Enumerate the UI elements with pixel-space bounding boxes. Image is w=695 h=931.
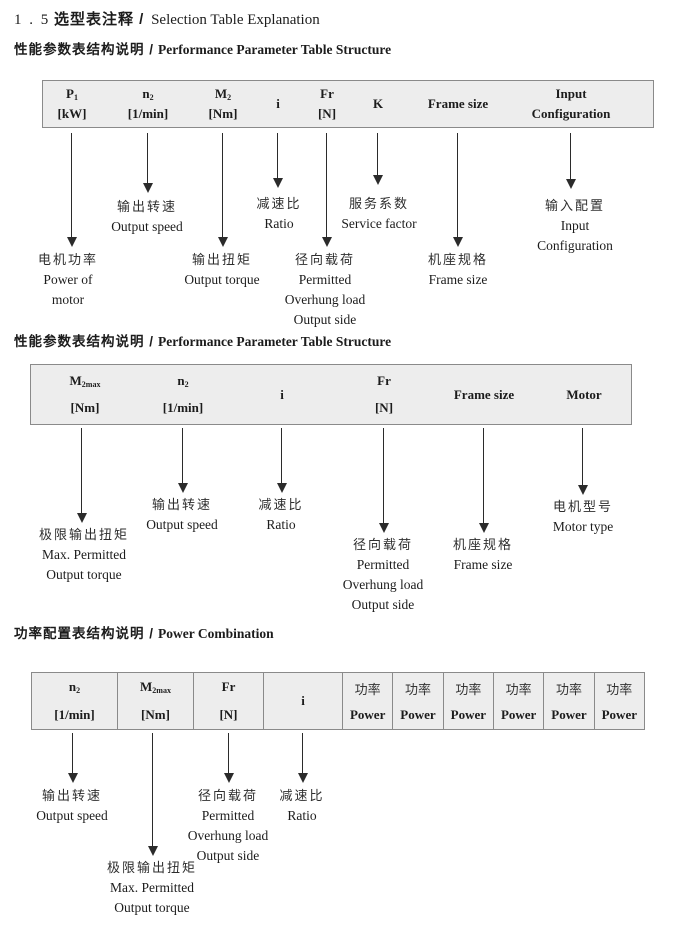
col-i: i [280, 386, 284, 402]
col-p1: P1 [kW] [58, 81, 87, 127]
arrow-m2max [76, 428, 87, 523]
col-m2-symbol: M2 [214, 86, 232, 102]
callout-output-speed: 输出转速 Output speed [146, 497, 218, 532]
callout-max-output-torque: 极限输出扭矩 Max. Permitted Output torque [106, 860, 198, 915]
col-p1-unit: [kW] [57, 106, 87, 121]
col-motor: Motor [566, 386, 602, 402]
section1-title-en: Performance Parameter Table Structure [158, 42, 392, 57]
arrow-i [276, 428, 287, 493]
arrow-n2 [177, 428, 188, 493]
callout-overhung-load: 径向载荷 Permitted Overhung load Output side [284, 252, 366, 327]
col-input-configuration: Input Configuration [531, 86, 611, 121]
col-n2-symbol: n2 [142, 86, 154, 102]
col-power-2: 功率 Power [393, 673, 444, 729]
arrow-p1 [66, 133, 77, 247]
col-m2max: M2max [Nm] [70, 365, 101, 424]
arrow-m2max [147, 733, 158, 856]
section1-title-zh: 性能参数表结构说明 / [14, 42, 155, 57]
page-title: 1 . 5 选型表注释 / Selection Table Explanatio… [14, 8, 320, 29]
col-n2: n2 [1/min] [163, 365, 203, 424]
col-power-1: 功率 Power [343, 673, 394, 729]
arrow-i [272, 133, 283, 188]
arrow-frame-size [452, 133, 463, 247]
section2-title: 性能参数表结构说明 /Performance Parameter Table S… [14, 330, 391, 350]
callout-ratio: 减速比 Ratio [279, 788, 325, 823]
arrow-n2 [142, 133, 153, 193]
col-m2max-unit: [Nm] [70, 400, 100, 415]
col-i: i [264, 673, 343, 729]
col-m2max-symbol: M2max [69, 373, 101, 389]
arrow-motor [577, 428, 588, 495]
callout-output-torque: 输出扭矩 Output torque [184, 252, 260, 287]
callout-ratio: 减速比 Ratio [256, 196, 302, 231]
col-m2-unit: [Nm] [208, 106, 238, 121]
col-fr-symbol: Fr [221, 679, 236, 694]
col-power-5: 功率 Power [544, 673, 595, 729]
col-frame-size: Frame size [427, 96, 489, 111]
col-power-3: 功率 Power [444, 673, 494, 729]
col-fr-unit: [N] [317, 106, 337, 121]
arrow-k [372, 133, 383, 185]
section2-title-zh: 性能参数表结构说明 / [14, 334, 155, 349]
callout-output-speed: 输出转速 Output speed [111, 199, 183, 234]
col-frame-size: Frame size [453, 386, 515, 402]
table-performance-2: M2max [Nm] n2 [1/min] i Fr [N] Frame siz… [30, 364, 632, 425]
col-fr-unit: [N] [219, 707, 238, 722]
callout-service-factor: 服务系数 Service factor [341, 196, 417, 231]
section3-title: 功率配置表结构说明 /Power Combination [14, 622, 274, 642]
col-n2: n2 [1/min] [128, 81, 168, 127]
callout-overhung-load: 径向载荷 Permitted Overhung load Output side [187, 788, 269, 863]
callout-max-output-torque: 极限输出扭矩 Max. Permitted Output torque [38, 527, 130, 582]
col-fr: Fr [N] [375, 365, 393, 424]
arrow-input-configuration [565, 133, 576, 189]
arrow-i [297, 733, 308, 783]
arrow-m2 [217, 133, 228, 247]
callout-input-configuration: 输入配置 Input Configuration [537, 198, 613, 253]
col-power-6: 功率 Power [601, 682, 637, 722]
col-fr: Fr [N] [194, 673, 264, 729]
col-p1-symbol: P1 [66, 86, 78, 102]
callout-frame-size: 机座规格 Frame size [452, 537, 514, 572]
col-fr: Fr [N] [318, 81, 336, 127]
col-fr-symbol: Fr [377, 373, 391, 388]
col-power-4: 功率 Power [494, 673, 545, 729]
col-n2: n2 [1/min] [32, 673, 118, 729]
col-i: i [276, 96, 280, 111]
arrow-fr [223, 733, 234, 783]
callout-overhung-load: 径向载荷 Permitted Overhung load Output side [342, 537, 424, 612]
col-k: K [372, 96, 384, 111]
col-fr-unit: [N] [374, 400, 394, 415]
section-number: 1 . 5 [14, 12, 51, 28]
col-m2max: M2max [Nm] [118, 673, 194, 729]
col-m2: M2 [Nm] [209, 81, 238, 127]
callout-power-of-motor: 电机功率 Power of motor [37, 252, 99, 307]
page-title-en: Selection Table Explanation [151, 12, 320, 28]
col-n2-unit: [1/min] [54, 707, 95, 722]
col-n2-unit: [1/min] [162, 400, 204, 415]
table-performance-1: P1 [kW] n2 [1/min] M2 [Nm] i Fr [N] K Fr… [42, 80, 654, 128]
col-n2-unit: [1/min] [127, 106, 169, 121]
section1-title: 性能参数表结构说明 /Performance Parameter Table S… [14, 38, 391, 58]
section3-title-en: Power Combination [158, 626, 274, 641]
callout-motor-type: 电机型号 Motor type [552, 499, 614, 534]
section3-title-zh: 功率配置表结构说明 / [14, 626, 155, 641]
table-power-combination: n2 [1/min] M2max [Nm] Fr [N] i 功率 Power … [31, 672, 645, 730]
callout-output-speed: 输出转速 Output speed [36, 788, 108, 823]
page-title-zh: 选型表注释 / [54, 11, 145, 28]
arrow-fr [321, 133, 332, 247]
col-m2max-unit: [Nm] [141, 707, 170, 722]
col-m2max-symbol: M2max [140, 679, 171, 695]
arrow-fr [378, 428, 389, 533]
col-n2-symbol: n2 [68, 679, 81, 695]
col-n2-symbol: n2 [177, 373, 189, 389]
arrow-frame-size [478, 428, 489, 533]
callout-frame-size: 机座规格 Frame size [427, 252, 489, 287]
col-fr-symbol: Fr [320, 86, 334, 101]
arrow-n2 [67, 733, 78, 783]
section2-title-en: Performance Parameter Table Structure [158, 334, 392, 349]
callout-ratio: 减速比 Ratio [258, 497, 304, 532]
